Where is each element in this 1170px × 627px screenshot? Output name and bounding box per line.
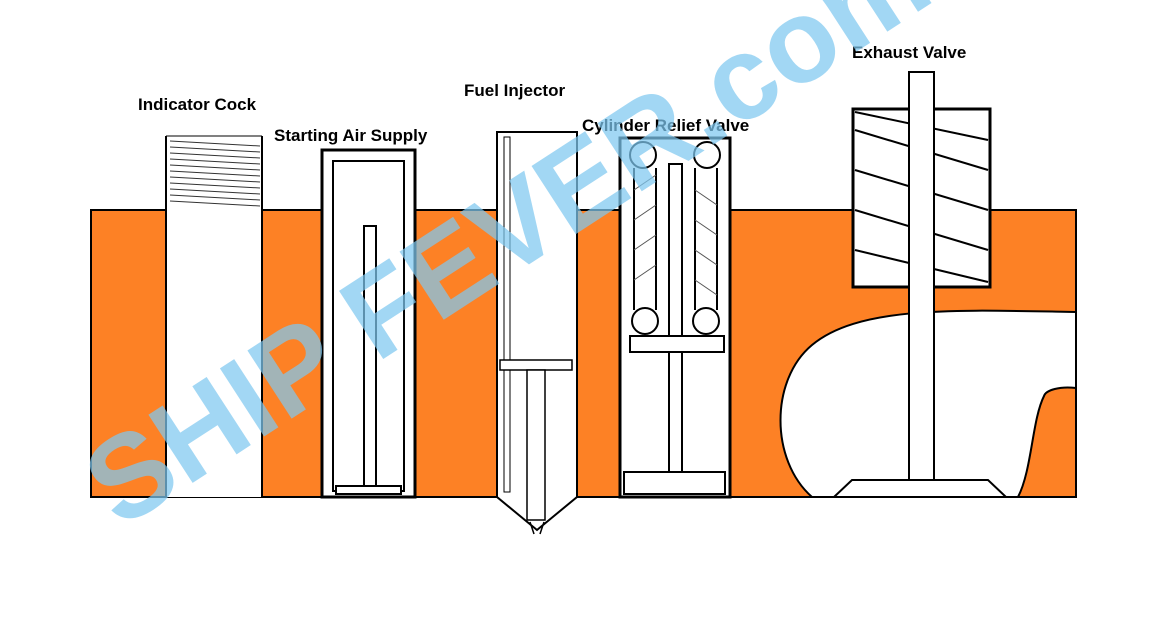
label-fuel-injector: Fuel Injector [464,81,565,100]
label-starting-air-supply: Starting Air Supply [274,126,428,145]
label-indicator-cock: Indicator Cock [138,95,257,114]
indicator-cock [165,135,263,497]
cylinder-relief-valve [618,136,732,499]
fuel-injector [496,131,578,535]
label-cylinder-relief-valve: Cylinder Relief Valve [582,116,749,135]
label-exhaust-valve: Exhaust Valve [852,43,966,62]
starting-air-valve [320,148,417,499]
exhaust-valve [831,71,1009,498]
relief-valve-spring [633,174,718,296]
indicator-cock-threads [169,140,261,207]
